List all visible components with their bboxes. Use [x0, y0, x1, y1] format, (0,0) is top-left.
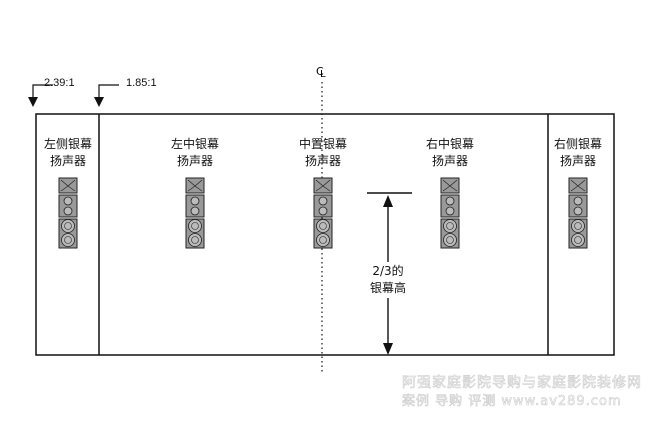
- speaker-stack-icon: [58, 177, 78, 249]
- speaker-label-right-center: 右中银幕扬声器: [425, 137, 474, 168]
- ratio-239-label: 2.39:1: [44, 77, 75, 89]
- arrow-185: [94, 84, 119, 107]
- speaker-label-right-side: 右侧银幕扬声器: [553, 137, 602, 168]
- speaker-stack-icon: [440, 177, 460, 249]
- watermark-line2: 案例 导购 评测 www.av289.com: [402, 394, 622, 410]
- watermark-line1: 阿强家庭影院导购与家庭影院装修网: [402, 375, 642, 392]
- speaker-stack-icon: [185, 177, 205, 249]
- speaker-stack-icon: [313, 177, 333, 249]
- speaker-label-left-side: 左侧银幕扬声器: [43, 137, 92, 168]
- screen-outline-239: [35, 113, 615, 356]
- two-thirds-height-arrow: [367, 192, 412, 355]
- ratio-185-label: 1.85:1: [126, 77, 157, 89]
- height-note: 2/3的银幕高: [348, 263, 428, 297]
- speaker-label-left-center: 左中银幕扬声器: [170, 137, 219, 168]
- speaker-stack-icon: [568, 177, 588, 249]
- speaker-label-center: 中置银幕扬声器: [298, 137, 347, 168]
- arrow-239: [28, 84, 53, 107]
